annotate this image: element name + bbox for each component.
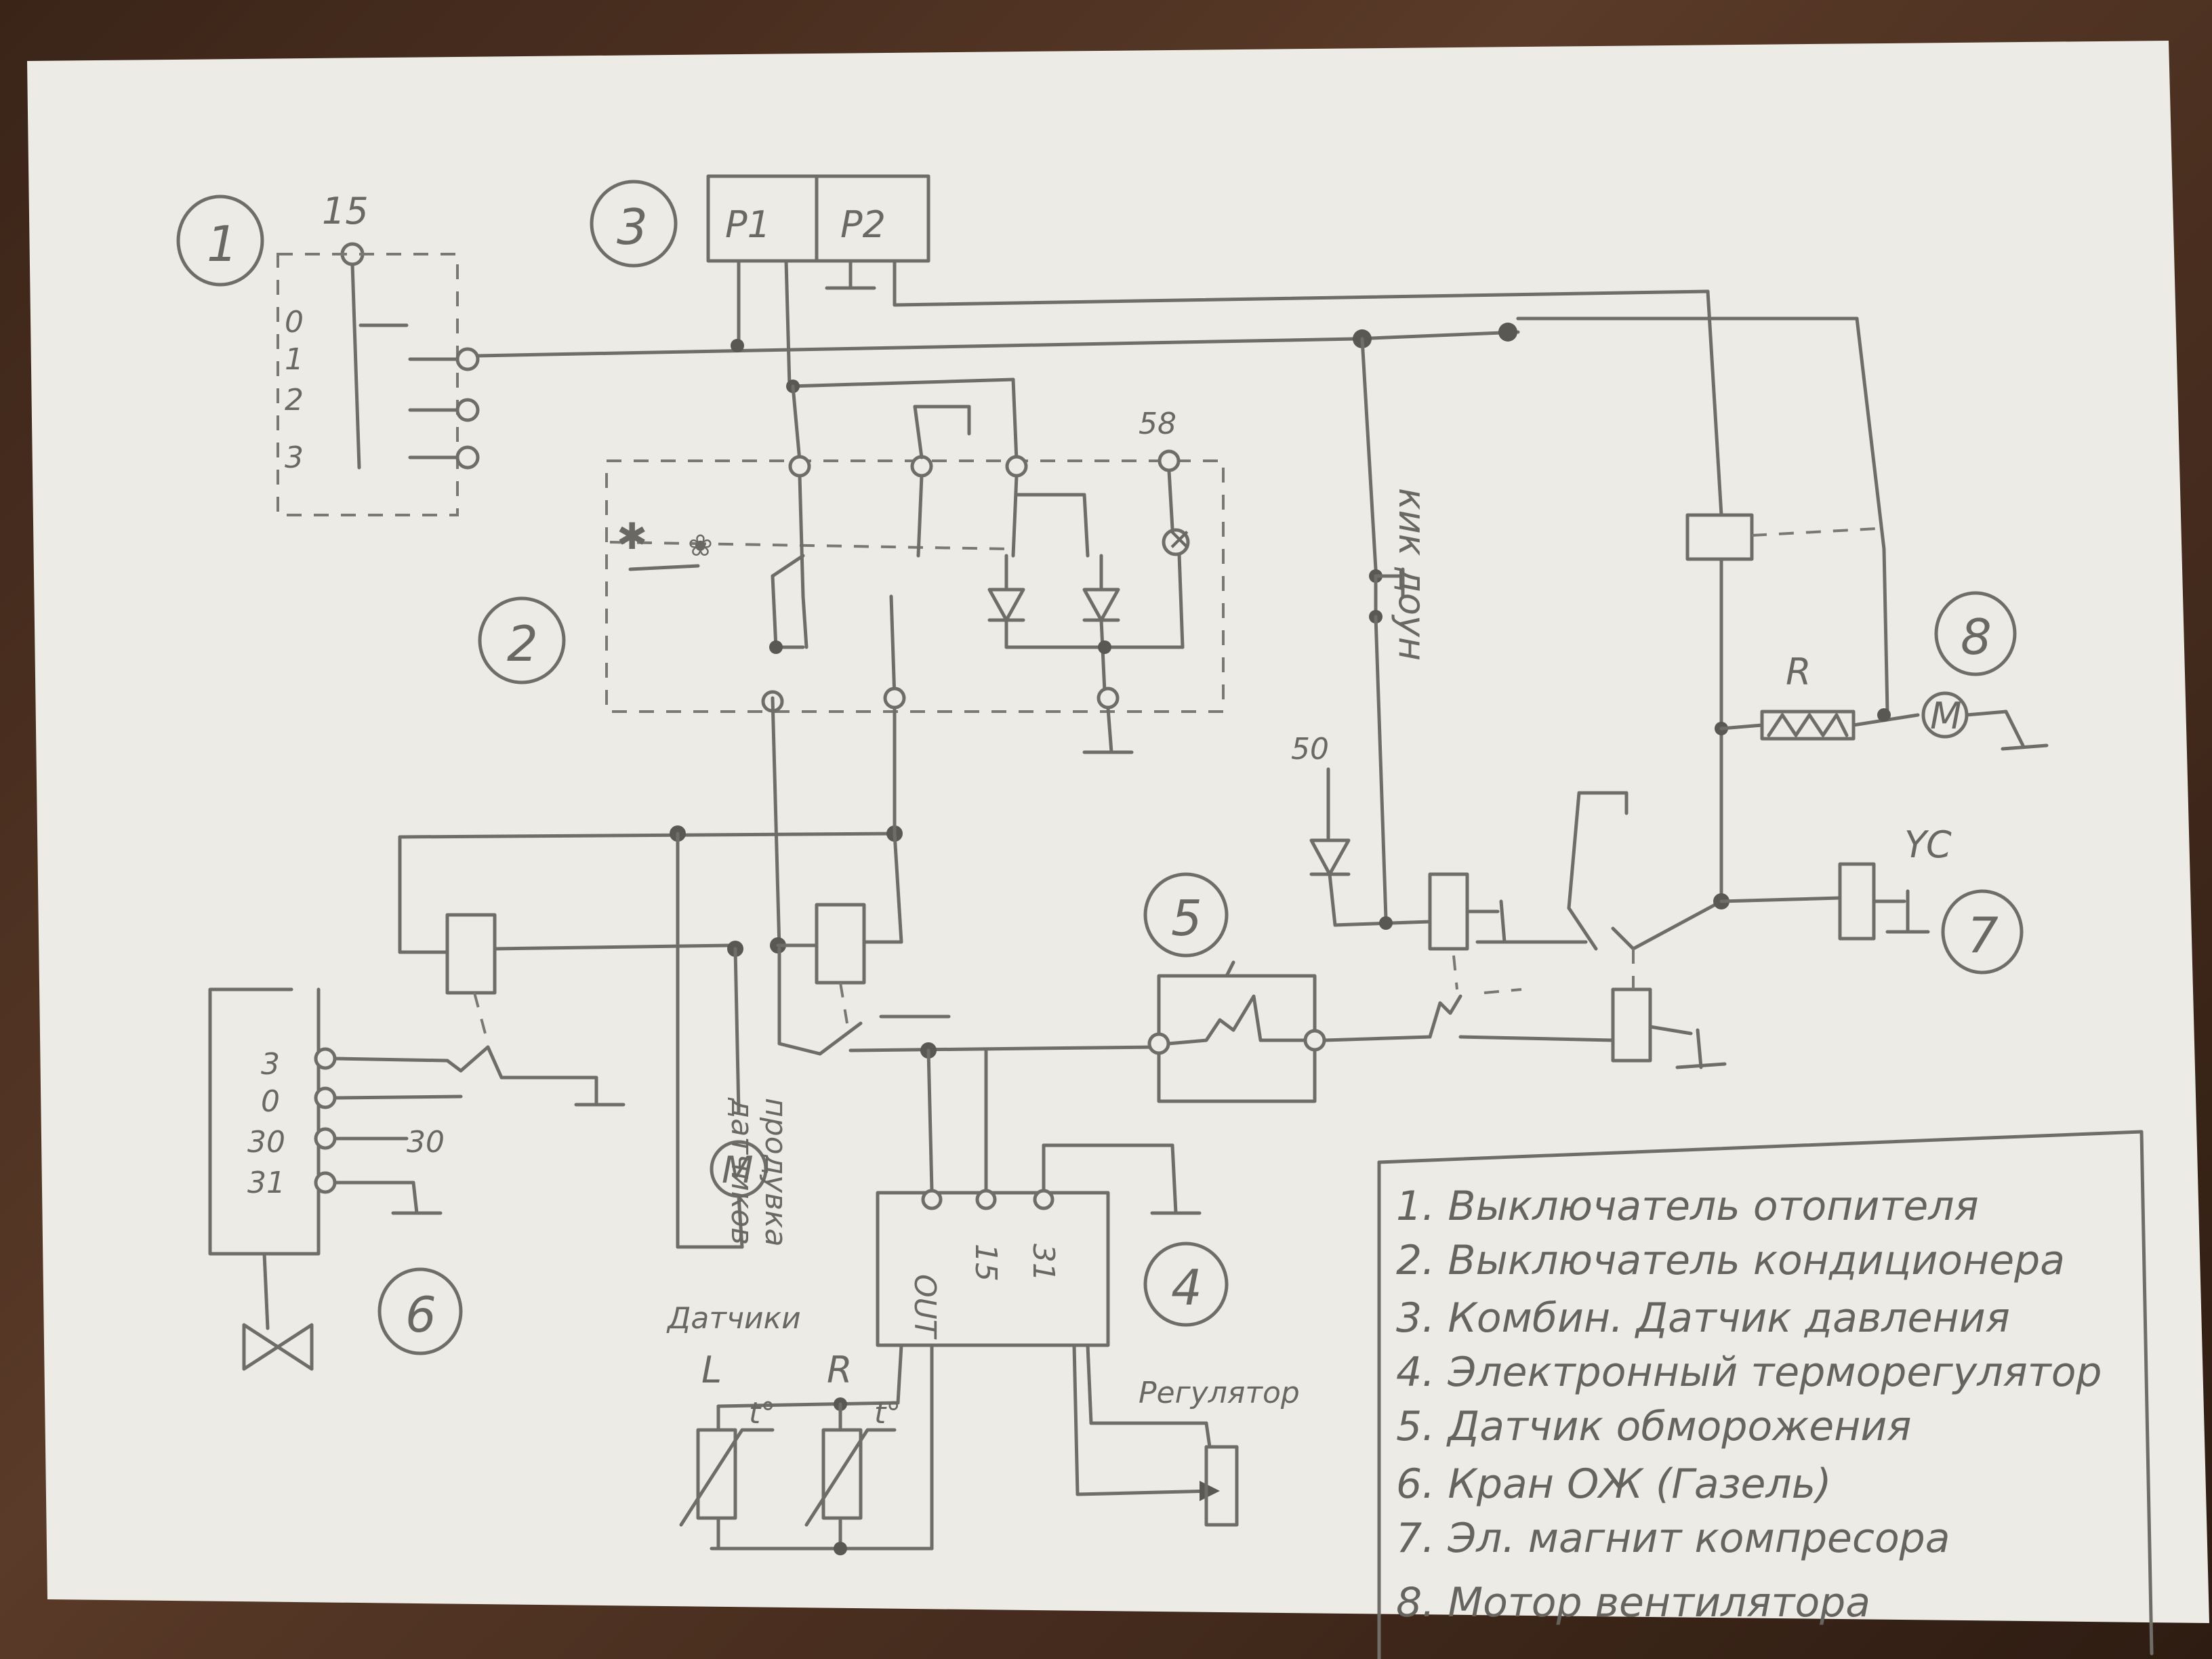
regulator-potentiometer (1204, 1445, 1239, 1527)
valve-pin-31 (314, 1171, 337, 1194)
legend-item-7: 7. Эл. магнит компресора (1396, 1515, 1950, 1562)
valve-terminal-30: 30 (247, 1125, 285, 1160)
legend-item-8: 8. Мотор вентилятора (1396, 1579, 1870, 1626)
valve-symbol (242, 1323, 314, 1371)
coolant-valve-6: 3 0 30 31 30 6 (208, 987, 626, 1371)
regulator-label: Регулятор (1139, 1376, 1300, 1410)
thermoregulator-4: OUT 15 31 4 Регулятор (876, 1048, 1300, 1527)
switch2-term-gnd (1097, 687, 1120, 710)
terminal-58 (1158, 449, 1181, 472)
sensor-L-temp: t° (749, 1396, 775, 1431)
callout-circle-2 (478, 596, 566, 684)
fan-motor-label: M (1930, 695, 1962, 737)
resistor-label: R (1786, 651, 1811, 693)
pin-31-label: 31 (1026, 1244, 1061, 1282)
switch1-out-3 (455, 445, 480, 470)
sensor-R-label: R (827, 1349, 853, 1391)
blow-label-2: датчиков (724, 1097, 759, 1245)
callout-circle-7 (1941, 889, 2024, 975)
freeze-term-1 (1147, 1032, 1170, 1055)
relay-8-circuit: R M 8 (1516, 316, 2049, 903)
pin-out-label: OUT (907, 1274, 942, 1340)
callout-number-3: 3 (617, 199, 648, 255)
snowflake-icon: ✱ (617, 515, 647, 558)
switch1-out-1 (455, 347, 480, 371)
callout-number-4: 4 (1171, 1259, 1202, 1316)
freeze-term-2 (1303, 1029, 1326, 1052)
paper-sheet (27, 41, 2209, 1623)
legend: 1. Выключатель отопителя 2. Выключатель … (1377, 1130, 2154, 1659)
legend-item-5: 5. Датчик обморожения (1396, 1403, 1911, 1450)
callout-circle-3 (590, 180, 678, 268)
callout-circle-5 (1143, 872, 1229, 958)
sensor-R-temp: t° (874, 1396, 901, 1431)
terminal-15-label: 15 (322, 190, 369, 232)
legend-frame (1377, 1130, 2154, 1656)
kickdown-circuit: кик доун 50 (1291, 337, 1527, 951)
callout-circle-4 (1143, 1242, 1229, 1327)
valve-ext-30: 30 (407, 1125, 445, 1160)
freeze-sensor-5: 5 (1143, 872, 1727, 1103)
callout-number-5: 5 (1171, 890, 1202, 947)
callout-circle-1 (176, 194, 264, 287)
pos-2: 2 (285, 383, 304, 417)
callout-circle-8 (1934, 591, 2017, 676)
callout-number-6: 6 (405, 1286, 436, 1343)
pos-0: 0 (285, 305, 304, 340)
terminal-58-label: 58 (1139, 407, 1176, 441)
diode-50 (1309, 838, 1351, 876)
callout-number-8: 8 (1961, 609, 1992, 665)
legend-item-4: 4. Электронный терморегулятор (1396, 1349, 2102, 1396)
heater-switch-1: 1 15 0 1 2 3 (176, 190, 480, 516)
pin-15 (975, 1189, 997, 1210)
valve-terminal-31: 31 (247, 1166, 285, 1200)
legend-item-3: 3. Комбин. Датчик давления (1396, 1294, 2010, 1342)
switch2-term-out2 (883, 687, 906, 710)
p1-label: P1 (725, 203, 771, 246)
switch2-term-2 (910, 455, 933, 478)
pressure-sensor-3: 3 P1 P2 (590, 174, 930, 290)
sensor-L-label: L (701, 1349, 722, 1391)
switch1-out-2 (455, 398, 480, 422)
sensors-title: Датчики (666, 1301, 801, 1336)
blower-motor-label: M (722, 1149, 754, 1191)
indicator-lamp (1162, 528, 1190, 556)
valve-terminal-3: 3 (261, 1047, 280, 1082)
valve-pin-0 (314, 1086, 337, 1109)
fan-icon: ❀ (688, 529, 713, 563)
compressor-7-circuit: YC 7 (1496, 791, 2024, 975)
switch1-box (276, 253, 459, 516)
sensor-section: продувка датчиков Датчики L R t° t° (666, 1097, 934, 1555)
valve-pin-3 (314, 1047, 337, 1070)
pos-1: 1 (285, 342, 304, 377)
switch2-term-3 (1005, 455, 1028, 478)
ac-switch-2: 2 ✱ ❀ 58 ✕ (478, 377, 1225, 754)
pos-3: 3 (285, 441, 304, 475)
callout-number-1: 1 (207, 216, 238, 272)
compressor-coil-label: YC (1904, 823, 1952, 866)
pin-31 (1033, 1189, 1054, 1210)
blow-label-1: продувка (758, 1098, 793, 1247)
valve-terminal-0: 0 (261, 1084, 280, 1119)
p2-label: P2 (840, 203, 886, 246)
callout-number-7: 7 (1967, 907, 1999, 964)
switch2-term-1 (788, 455, 811, 478)
callout-number-2: 2 (507, 615, 538, 672)
callout-circle-6 (377, 1267, 463, 1355)
legend-item-2: 2. Выключатель кондиционера (1396, 1237, 2065, 1284)
middle-relays: M (398, 696, 1161, 1249)
valve-box (208, 987, 321, 1256)
legend-item-6: 6. Кран ОЖ (Газель) (1396, 1460, 1832, 1508)
legend-item-1: 1. Выключатель отопителя (1396, 1183, 1979, 1230)
pin-out (921, 1189, 943, 1210)
valve-relay-coil (445, 913, 497, 995)
pin-15-label: 15 (968, 1244, 1003, 1282)
lamp-icon: ✕ (1167, 523, 1192, 558)
kickdown-label: кик доун (1391, 488, 1433, 661)
valve-pin-30 (314, 1127, 337, 1150)
terminal-50-label: 50 (1291, 732, 1329, 766)
